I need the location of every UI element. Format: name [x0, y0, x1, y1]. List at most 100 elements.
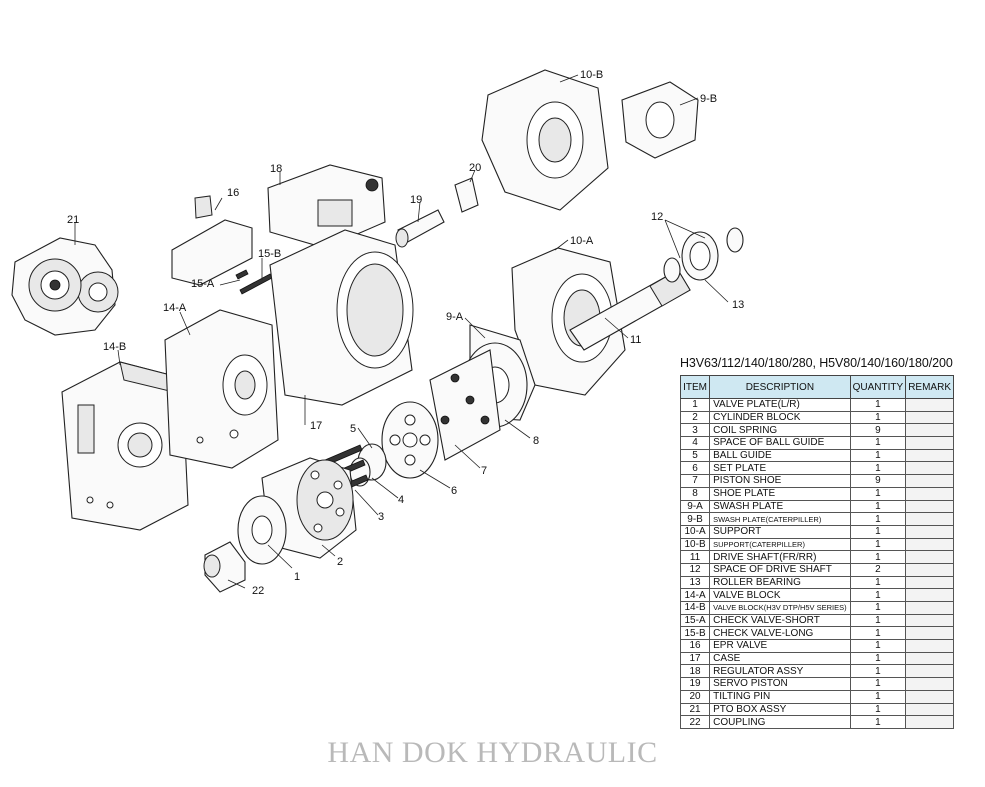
- row-remark: [905, 474, 954, 488]
- callout-11: 11: [630, 334, 641, 346]
- row-remark: [905, 512, 954, 526]
- row-item: 20: [679, 689, 711, 704]
- row-description: CHECK VALVE-SHORT: [709, 613, 851, 628]
- row-description: PISTON SHOE: [709, 474, 851, 488]
- row-item: 7: [679, 474, 711, 488]
- row-remark: [905, 423, 954, 438]
- part-coupling: [203, 541, 246, 593]
- row-description: BALL GUIDE: [709, 448, 851, 463]
- row-remark: [905, 499, 954, 514]
- row-item: 9-A: [679, 499, 711, 514]
- row-item: 5: [679, 448, 711, 463]
- row-remark: [905, 702, 954, 717]
- row-quantity: 1: [849, 398, 907, 412]
- row-remark: [905, 410, 954, 425]
- row-remark: [905, 588, 954, 602]
- row-description: SPACE OF DRIVE SHAFT: [709, 562, 851, 577]
- part-valve-plate: [237, 495, 287, 565]
- row-description: SET PLATE: [709, 461, 851, 476]
- row-item: 10-A: [679, 524, 711, 539]
- row-quantity: 1: [849, 410, 907, 425]
- leader-lines: [74, 74, 729, 589]
- row-item: 18: [679, 664, 711, 679]
- header-item: ITEM: [679, 375, 711, 399]
- part-shaft-spacers: [663, 227, 744, 283]
- row-remark: [905, 639, 954, 653]
- row-description: COUPLING: [709, 715, 851, 729]
- header-description: DESCRIPTION: [709, 375, 851, 399]
- row-description: SWASH PLATE(CATERPILLER): [709, 512, 851, 526]
- part-drive-shaft: [569, 269, 691, 351]
- row-remark: [905, 601, 954, 615]
- part-epr-valve: [171, 195, 253, 286]
- callout-12: 12: [651, 211, 663, 223]
- row-remark: [905, 562, 954, 577]
- callout-8: 8: [533, 435, 539, 447]
- row-item: 15-B: [679, 626, 711, 641]
- row-quantity: 1: [849, 588, 907, 602]
- row-item: 14-A: [679, 588, 711, 602]
- row-remark: [905, 537, 954, 552]
- row-quantity: 1: [849, 461, 907, 476]
- row-quantity: 1: [849, 499, 907, 514]
- row-remark: [905, 461, 954, 476]
- callout-4: 4: [398, 494, 404, 506]
- row-quantity: 1: [849, 651, 907, 666]
- row-quantity: 1: [849, 626, 907, 641]
- row-description: DRIVE SHAFT(FR/RR): [709, 550, 851, 564]
- row-description: CHECK VALVE-LONG: [709, 626, 851, 641]
- row-remark: [905, 448, 954, 463]
- callout-5: 5: [350, 423, 356, 435]
- row-description: VALVE BLOCK(H3V DTP/H5V SERIES): [709, 601, 851, 615]
- row-item: 15-A: [679, 613, 711, 628]
- row-quantity: 1: [849, 613, 907, 628]
- row-quantity: 1: [849, 601, 907, 615]
- part-piston-shoes: [429, 349, 501, 461]
- callout-22: 22: [252, 585, 264, 597]
- row-description: CYLINDER BLOCK: [709, 410, 851, 425]
- row-description: REGULATOR ASSY: [709, 664, 851, 679]
- part-support-b: [481, 69, 609, 211]
- callout-15b: 15-B: [258, 248, 281, 260]
- row-item: 19: [679, 677, 711, 691]
- row-quantity: 1: [849, 448, 907, 463]
- callout-14a: 14-A: [163, 302, 187, 314]
- part-case: [269, 229, 414, 406]
- row-item: 13: [679, 575, 711, 590]
- row-item: 16: [679, 639, 711, 653]
- row-quantity: 2: [849, 562, 907, 577]
- part-set-plate: [381, 401, 439, 479]
- header-quantity: QUANTITY: [849, 375, 907, 399]
- row-remark: [905, 550, 954, 564]
- row-remark: [905, 626, 954, 641]
- callout-17: 17: [310, 420, 322, 432]
- callout-10b: 10-B: [580, 69, 603, 81]
- row-description: SWASH PLATE: [709, 499, 851, 514]
- row-quantity: 1: [849, 664, 907, 679]
- row-quantity: 1: [849, 436, 907, 450]
- row-description: CASE: [709, 651, 851, 666]
- row-item: 6: [679, 461, 711, 476]
- row-description: SHOE PLATE: [709, 486, 851, 501]
- part-swash-plate-b: [621, 81, 699, 159]
- part-check-valves: [235, 269, 273, 295]
